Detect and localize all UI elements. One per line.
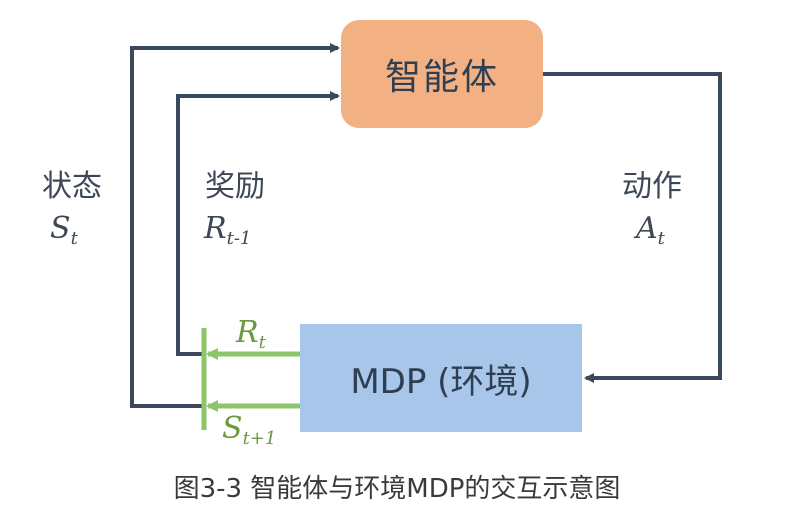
action-symbol-subscript: t (657, 228, 665, 249)
state-symbol-main: S (50, 211, 71, 246)
action-label: 动作 (622, 169, 682, 204)
figure-caption: 图3-3 智能体与环境MDP的交互示意图 (173, 474, 621, 504)
state-next-subscript: t+1 (242, 428, 277, 449)
agent-label: 智能体 (384, 57, 499, 98)
reward-next-main: R (236, 315, 259, 350)
agent-box: 智能体 (341, 20, 543, 128)
reward-feedback-arrow (176, 91, 340, 356)
environment-label: MDP (环境) (350, 361, 532, 402)
state-symbol-subscript: t (70, 228, 78, 249)
reward-symbol: Rt-1 (204, 214, 251, 248)
reward-next-symbol: Rt (236, 318, 266, 352)
action-symbol: At (636, 214, 665, 248)
state-feedback-arrow (130, 43, 340, 408)
state-symbol: St (50, 214, 78, 248)
state-label: 状态 (42, 169, 102, 204)
reward-symbol-main: R (204, 211, 227, 246)
state-next-symbol: St+1 (222, 414, 276, 448)
reward-next-subscript: t (258, 332, 266, 353)
state-next-main: S (222, 411, 243, 446)
reward-symbol-subscript: t-1 (226, 228, 252, 249)
environment-box: MDP (环境) (300, 324, 582, 432)
action-arrow (543, 72, 722, 383)
reward-label: 奖励 (205, 169, 265, 204)
action-symbol-main: A (636, 211, 658, 246)
